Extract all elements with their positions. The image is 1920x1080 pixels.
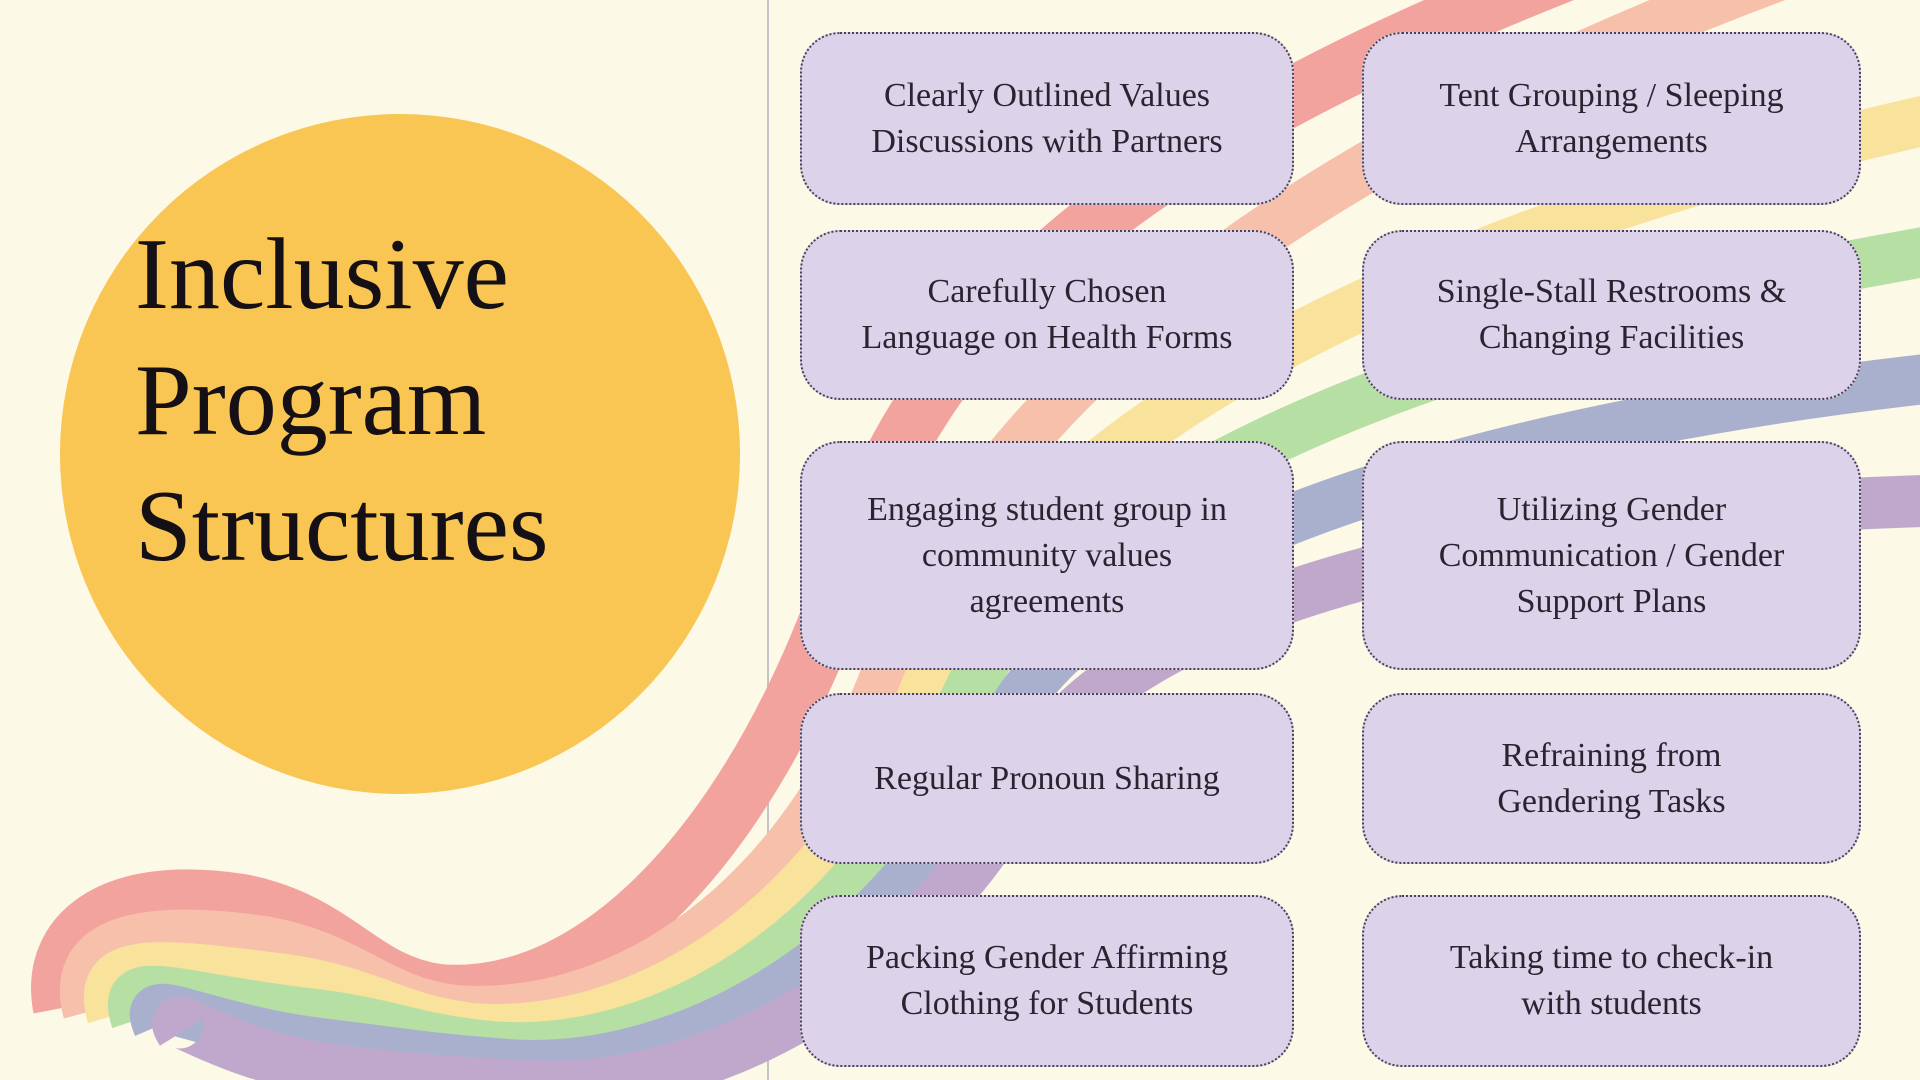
card-label: Carefully Chosen Language on Health Form…: [861, 273, 1233, 356]
divider-line: [767, 0, 769, 1080]
card-label: Packing Gender Affirming Clothing for St…: [866, 939, 1228, 1022]
ribbon-stripe-green: [107, 227, 1920, 1073]
title-circle: [60, 114, 740, 794]
ribbon-stripe-yellow: [83, 95, 1920, 1054]
card-affirming-clothing: Packing Gender Affirming Clothing for St…: [800, 895, 1294, 1067]
card-community-agreements: Engaging student group in community valu…: [800, 441, 1294, 670]
card-pronoun-sharing: Regular Pronoun Sharing: [800, 693, 1294, 864]
card-label: Regular Pronoun Sharing: [874, 759, 1220, 797]
card-label: Clearly Outlined Values Discussions with…: [871, 76, 1223, 160]
page-title: Inclusive Program Structures: [135, 218, 549, 583]
card-gendering-tasks: Refraining from Gendering Tasks: [1362, 693, 1861, 864]
card-label: Refraining from Gendering Tasks: [1497, 736, 1726, 820]
card-label: Taking time to check-in with students: [1449, 939, 1774, 1022]
card-student-check-ins: Taking time to check-in with students: [1362, 895, 1861, 1067]
card-label: Single-Stall Restrooms & Changing Facili…: [1436, 273, 1787, 356]
card-restrooms-facilities: Single-Stall Restrooms & Changing Facili…: [1362, 230, 1861, 400]
card-values-discussions: Clearly Outlined Values Discussions with…: [800, 32, 1294, 205]
card-health-forms: Carefully Chosen Language on Health Form…: [800, 230, 1294, 400]
card-label: Tent Grouping / Sleeping Arrangements: [1439, 76, 1784, 160]
card-label: Engaging student group in community valu…: [867, 490, 1227, 620]
card-label: Utilizing Gender Communication / Gender …: [1438, 490, 1785, 620]
ribbon-stripe-red: [31, 0, 1575, 1023]
card-tent-grouping: Tent Grouping / Sleeping Arrangements: [1362, 32, 1861, 205]
card-gender-support-plans: Utilizing Gender Communication / Gender …: [1362, 441, 1861, 670]
